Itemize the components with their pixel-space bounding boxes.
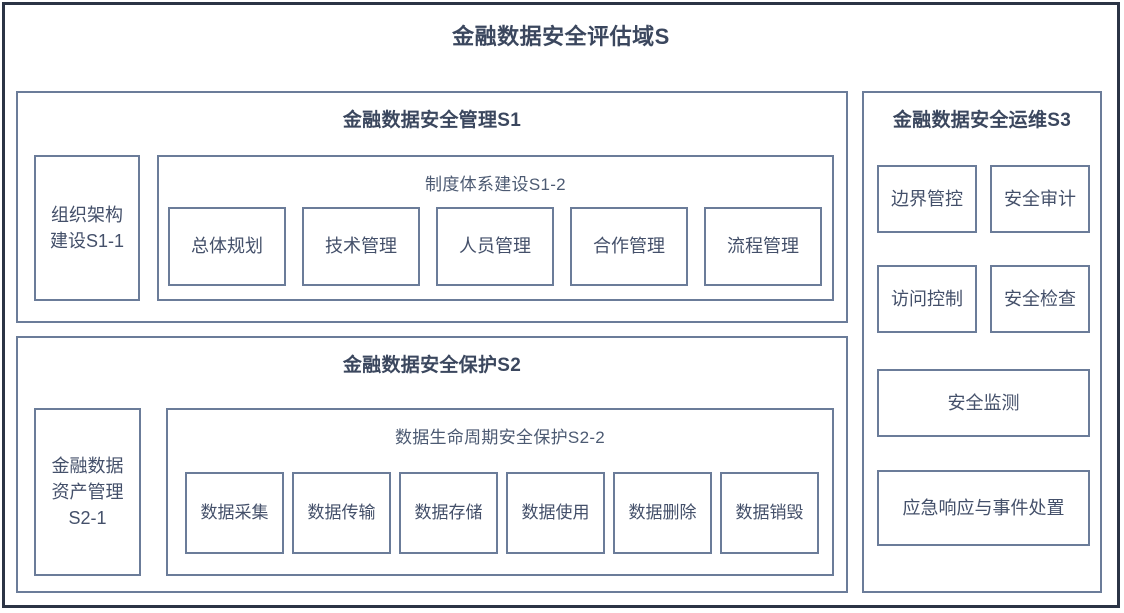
box-s2-1-asset-management[interactable]: 金融数据 资产管理 S2-1 <box>34 408 141 576</box>
box-s3-wide-1[interactable]: 应急响应与事件处置 <box>877 470 1090 546</box>
box-s3-item-3[interactable]: 安全检查 <box>990 265 1090 333</box>
group-s1-title: 金融数据安全管理S1 <box>342 110 522 131</box>
group-s2-title: 金融数据安全保护S2 <box>342 355 522 376</box>
box-s2-2-item-2[interactable]: 数据存储 <box>399 472 498 554</box>
group-s2-2: 数据生命周期安全保护S2-2 数据采集 数据传输 数据存储 数据使用 数据删除 … <box>166 408 834 576</box>
box-s3-item-2[interactable]: 访问控制 <box>877 265 977 333</box>
box-s3-item-1[interactable]: 安全审计 <box>990 165 1090 233</box>
group-s1-2-title: 制度体系建设S1-2 <box>425 175 566 194</box>
box-s1-2-item-0[interactable]: 总体规划 <box>168 207 286 286</box>
box-s2-2-item-0[interactable]: 数据采集 <box>185 472 284 554</box>
box-s1-1-organization[interactable]: 组织架构 建设S1-1 <box>34 155 140 301</box>
box-s1-2-item-4[interactable]: 流程管理 <box>704 207 822 286</box>
group-s2: 金融数据安全保护S2 金融数据 资产管理 S2-1 数据生命周期安全保护S2-2… <box>16 336 848 593</box>
group-s2-2-title: 数据生命周期安全保护S2-2 <box>394 428 606 447</box>
box-s1-2-item-2[interactable]: 人员管理 <box>436 207 554 286</box>
box-s3-wide-0[interactable]: 安全监测 <box>877 369 1090 437</box>
box-s3-item-0[interactable]: 边界管控 <box>877 165 977 233</box>
box-s2-2-item-1[interactable]: 数据传输 <box>292 472 391 554</box>
box-s2-2-item-5[interactable]: 数据销毁 <box>720 472 819 554</box>
group-s1: 金融数据安全管理S1 组织架构 建设S1-1 制度体系建设S1-2 总体规划 技… <box>16 91 848 323</box>
box-s1-2-item-3[interactable]: 合作管理 <box>570 207 688 286</box>
box-s1-2-item-1[interactable]: 技术管理 <box>302 207 420 286</box>
group-s3: 金融数据安全运维S3 边界管控 安全审计 访问控制 安全检查 安全监测 应急响应… <box>862 91 1102 593</box>
group-s1-2: 制度体系建设S1-2 总体规划 技术管理 人员管理 合作管理 流程管理 <box>157 155 834 301</box>
box-s2-2-item-4[interactable]: 数据删除 <box>613 472 712 554</box>
group-s3-title: 金融数据安全运维S3 <box>892 110 1072 131</box>
page-title: 金融数据安全评估域S <box>452 24 670 49</box>
box-s2-2-item-3[interactable]: 数据使用 <box>506 472 605 554</box>
